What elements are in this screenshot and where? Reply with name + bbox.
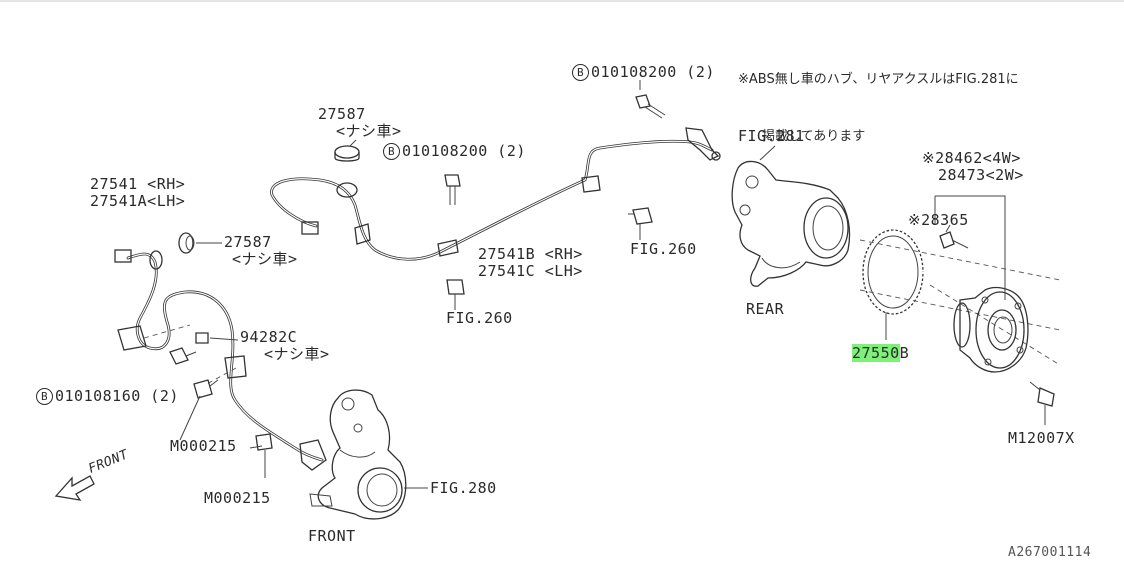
leader-lines: [179, 139, 1046, 449]
label-m12007x[interactable]: M12007X: [1008, 429, 1075, 447]
label-sensor-front[interactable]: 27541 <RH>27541A<LH>: [90, 175, 186, 210]
label-grommet-left[interactable]: 27587<ナシ車>: [224, 233, 298, 268]
rear-knuckle: [731, 160, 851, 287]
abs-note: ※ABS無し車のハブ、リヤアクスルはFIG.281に 掲載してあります: [738, 32, 1019, 165]
label-clip-94282c[interactable]: 94282C<ナシ車>: [240, 328, 330, 363]
bolt-m000215b-art: [255, 433, 273, 478]
rear-hub: [859, 195, 1061, 373]
clip-94282c-art: [195, 332, 209, 344]
label-front-knuckle: FRONT: [308, 527, 356, 545]
label-hub[interactable]: ※28462<4W>28473<2W>: [922, 149, 1024, 184]
front-knuckle: [309, 389, 428, 520]
b-mark-icon: B: [383, 143, 400, 160]
label-fig280[interactable]: FIG.280: [430, 479, 497, 497]
bolt-top-art: [635, 80, 666, 119]
grommet-left: [178, 232, 212, 254]
b-mark-icon: B: [572, 64, 589, 81]
rear-sensor-cable: [270, 127, 721, 261]
grommet-top: [334, 145, 360, 162]
front-arrow-icon: [54, 475, 95, 501]
bolt-m12007x-art: [1029, 381, 1055, 407]
label-hub-bolt[interactable]: ※28365: [908, 211, 969, 229]
diagram-code: A267001114: [1008, 545, 1092, 560]
label-fig281[interactable]: FIG.281: [738, 127, 805, 145]
label-sensor-rear[interactable]: 27541B <RH>27541C <LH>: [478, 245, 583, 280]
label-tone-ring[interactable]: 27550B: [852, 344, 910, 362]
label-fig260-a[interactable]: FIG.260: [630, 240, 697, 258]
label-m000215-a[interactable]: M000215: [170, 437, 237, 455]
label-fig260-b[interactable]: FIG.260: [446, 309, 513, 327]
label-rear: REAR: [746, 300, 785, 318]
b-mark-icon: B: [36, 388, 53, 405]
label-grommet-top[interactable]: 27587<ナシ車>: [318, 105, 402, 140]
bolt-fig260a-art: [628, 207, 653, 225]
tone-ring: [861, 228, 925, 340]
label-m000215-b[interactable]: M000215: [204, 489, 271, 507]
tone-ring-highlight: 27550: [852, 344, 900, 362]
abs-note-line1: ※ABS無し車のハブ、リヤアクスルはFIG.281に: [738, 72, 1019, 87]
abs-note-line2: 掲載してあります: [762, 129, 866, 144]
bolt-mid-art: [444, 174, 461, 205]
bolt-m000215a-art: [193, 379, 219, 399]
bolt-28365-art: [939, 231, 969, 249]
front-sensor-cable: [114, 249, 327, 471]
bolt-left-art: [169, 347, 197, 365]
